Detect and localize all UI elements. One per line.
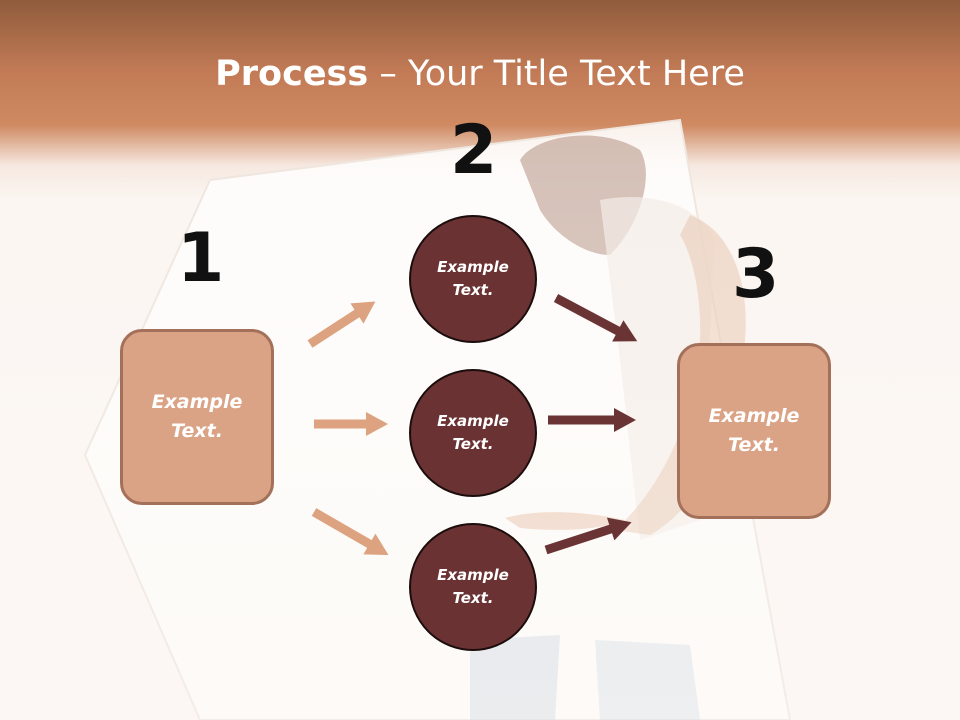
title-bold: Process xyxy=(215,54,369,94)
circle-middle-text: Example Text. xyxy=(437,412,509,453)
step-number-3: 3 xyxy=(732,235,780,314)
step-1-box: Example Text. xyxy=(120,329,274,505)
title-rest: – Your Title Text Here xyxy=(368,54,745,94)
step-3-text: Example Text. xyxy=(708,405,800,456)
circle-top-text: Example Text. xyxy=(437,258,509,299)
circle-bottom-text: Example Text. xyxy=(437,566,509,607)
circle-middle: Example Text. xyxy=(409,369,537,497)
circle-bottom: Example Text. xyxy=(409,523,537,651)
step-number-2: 2 xyxy=(450,111,498,190)
step-number-1: 1 xyxy=(177,219,225,298)
step-1-text: Example Text. xyxy=(151,391,243,442)
circle-top: Example Text. xyxy=(409,215,537,343)
slide-title: Process – Your Title Text Here xyxy=(0,52,960,96)
step-3-box: Example Text. xyxy=(677,343,831,519)
